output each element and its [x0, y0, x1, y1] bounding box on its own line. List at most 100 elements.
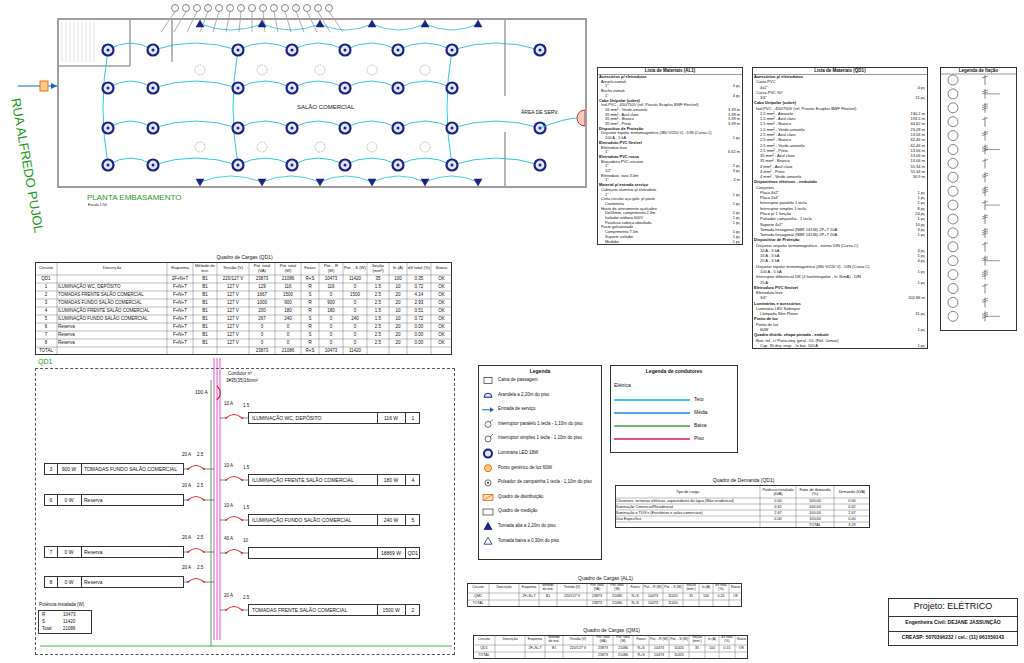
table-cell: 11420 — [663, 600, 683, 607]
legend-symbol — [484, 537, 492, 544]
list-quantity: 1 pç — [886, 281, 925, 285]
node-label: R — [42, 613, 45, 618]
table-cell: ILUMINAÇÃO FRENTE SALÃO COMERCIAL — [57, 307, 167, 315]
table-rule — [35, 291, 452, 292]
list-section: Dispositivo de Proteção — [599, 127, 643, 131]
luminaire-symbol — [152, 164, 155, 167]
legend-text: Baixa — [694, 423, 707, 429]
stair-tread — [74, 22, 75, 62]
list-item: 10 A - 3 kA — [760, 249, 779, 253]
list-section: Luminárias e acessórios — [754, 302, 801, 306]
luminaire-symbol — [107, 127, 110, 130]
leader-line — [263, 12, 265, 33]
leader-line — [296, 12, 304, 33]
table-header-cell: Pot. total (VA) — [587, 583, 607, 593]
outlet-symbol — [258, 20, 266, 27]
table-cell: 2.5 — [367, 331, 389, 339]
table-rule — [249, 262, 250, 355]
sensor-symbol — [315, 142, 325, 152]
node-label: Quadro de Cargas (AL1) — [468, 576, 743, 582]
wire-tick — [982, 118, 988, 120]
wire-tick — [982, 271, 988, 273]
conduit-run — [447, 50, 452, 165]
table-cell: 35 — [689, 645, 705, 652]
list-quantity: 2 pç — [701, 164, 740, 168]
table-rule — [525, 635, 526, 659]
wire-symbol — [985, 297, 986, 307]
wire-symbol — [985, 75, 986, 85]
table-grid — [615, 485, 870, 528]
legend-symbol — [485, 480, 491, 486]
list-item: Isol.PVC - 450/750V (ref. Pirastic Ecopl… — [601, 103, 699, 107]
legend-symbol — [485, 434, 493, 442]
table-header-cell: Pot. - R (W) — [319, 262, 343, 275]
list-section: Eletroduto PVC rosca — [599, 155, 639, 159]
breaker-symbol — [226, 550, 242, 554]
breaker-symbol — [226, 517, 242, 521]
luminaire-symbol — [291, 49, 294, 52]
list-item: Placa 4x2" — [760, 191, 779, 195]
table-cell: 23873 — [587, 593, 607, 600]
list-quantity: 55.34 m — [886, 165, 925, 169]
list-item: Disjuntor unipolar termomagnético - norm… — [756, 244, 858, 248]
table-cell: 2 — [35, 291, 57, 299]
leader-line — [285, 12, 291, 33]
table-cell: 240 — [343, 315, 367, 323]
table-header-cell: Método de inst. — [539, 583, 557, 593]
cell-divider — [889, 616, 1017, 617]
luminaire-symbol — [447, 83, 458, 94]
table-cell: 0 — [249, 331, 275, 339]
table-rule — [735, 635, 736, 659]
wire-section: 10 — [243, 539, 248, 544]
list-quantity: 1 pç — [886, 328, 925, 332]
outlet-symbol — [421, 20, 429, 27]
table-cell: Reserva — [57, 323, 167, 331]
table-cell: 127 V — [217, 307, 249, 315]
table-cell: OK — [431, 323, 452, 331]
table-cell: 2.93 — [407, 299, 431, 307]
wire-section: 2.5 — [197, 566, 203, 571]
legend-bubble — [948, 242, 958, 252]
table-cell: 0.00 — [760, 498, 796, 504]
cell-divider — [81, 577, 82, 587]
wire-section: 1.5 — [243, 506, 249, 511]
callout-bubble — [227, 5, 234, 12]
legend-bubble — [948, 172, 958, 182]
luminaire-symbol — [344, 49, 347, 52]
list-section: Cabo Unipolar (cobre) — [754, 101, 796, 105]
luminaire-symbol — [237, 164, 240, 167]
table-cell: 1500 — [275, 291, 301, 299]
table-cell: OK — [729, 593, 742, 600]
table-cell: F+N+T — [167, 315, 193, 323]
table-grid — [473, 635, 748, 659]
list-item: Disjuntor tripolar termomagnético (380 V… — [756, 265, 870, 269]
table-cell: 1.5 — [367, 315, 389, 323]
branch-wire — [204, 552, 214, 553]
node-label: 1500 W — [377, 608, 405, 614]
luminaire-symbol — [535, 160, 546, 171]
wiring-legend: Legenda de fiação — [940, 67, 1017, 331]
list-section: Eletroduto PVC flexível — [754, 286, 798, 290]
outlet-symbol — [484, 537, 492, 544]
node-label: Quadro de Demanda (QD1) — [616, 478, 871, 484]
node-label: 4 — [405, 478, 421, 484]
conduit-run — [540, 118, 578, 128]
stair-tread — [90, 22, 91, 62]
legend-bubble — [948, 311, 958, 321]
list-quantity: 13.06 m — [886, 133, 925, 137]
wire-tick — [982, 106, 988, 108]
table-rule — [35, 275, 452, 276]
wire-section: 1.5 — [243, 466, 249, 471]
cell-divider — [377, 413, 378, 423]
breaker-rating: 10 A — [224, 464, 233, 469]
list-quantity: 62.46 m — [886, 138, 925, 142]
table-cell: B1 — [193, 283, 217, 291]
list-quantity: 1 pç — [886, 233, 925, 237]
table-cell: 116 — [275, 283, 301, 291]
breaker-symbol — [217, 386, 221, 400]
circuit-load-box: 18869 WQD1 — [248, 547, 420, 559]
panel-symbol — [483, 494, 493, 500]
node-label: S — [42, 620, 45, 625]
conduit-run — [200, 176, 478, 182]
